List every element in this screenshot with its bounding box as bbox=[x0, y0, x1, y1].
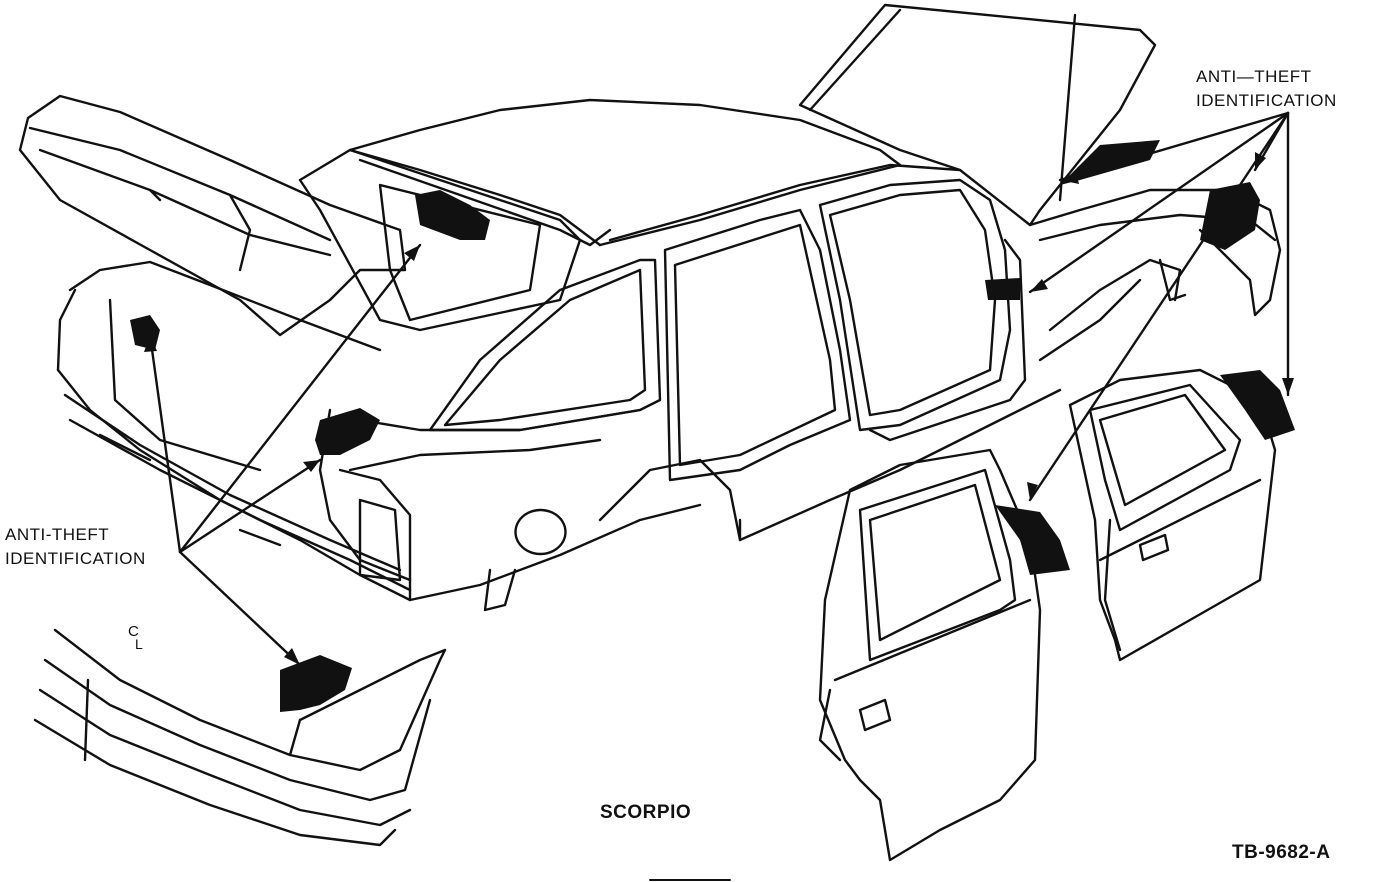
rear-body bbox=[56, 260, 702, 602]
anti-theft-label-right-line2: IDENTIFICATION bbox=[1196, 91, 1337, 110]
hood bbox=[798, 3, 1157, 227]
figure-code: TB-9682-A bbox=[1232, 842, 1331, 863]
anti-theft-label-patches bbox=[130, 140, 1295, 712]
leader-lines bbox=[148, 111, 1290, 667]
anti-theft-label-left-line1: ANTI-THEFT bbox=[5, 525, 110, 544]
side-body bbox=[338, 178, 1062, 612]
anti-theft-label-left-line2: IDENTIFICATION bbox=[5, 549, 146, 568]
front-door bbox=[1068, 368, 1277, 662]
roof-and-rear-window bbox=[298, 98, 962, 332]
rear-bumper bbox=[33, 628, 447, 847]
centerline-mark: C bbox=[128, 623, 140, 640]
rear-door bbox=[818, 448, 1042, 862]
anti-theft-label-right-line1: ANTI—THEFT bbox=[1196, 67, 1312, 86]
front-structure bbox=[1028, 188, 1282, 362]
model-name: SCORPIO bbox=[600, 802, 692, 823]
trunk-lid bbox=[18, 94, 407, 337]
centerline-mark-sub: L bbox=[135, 636, 144, 652]
